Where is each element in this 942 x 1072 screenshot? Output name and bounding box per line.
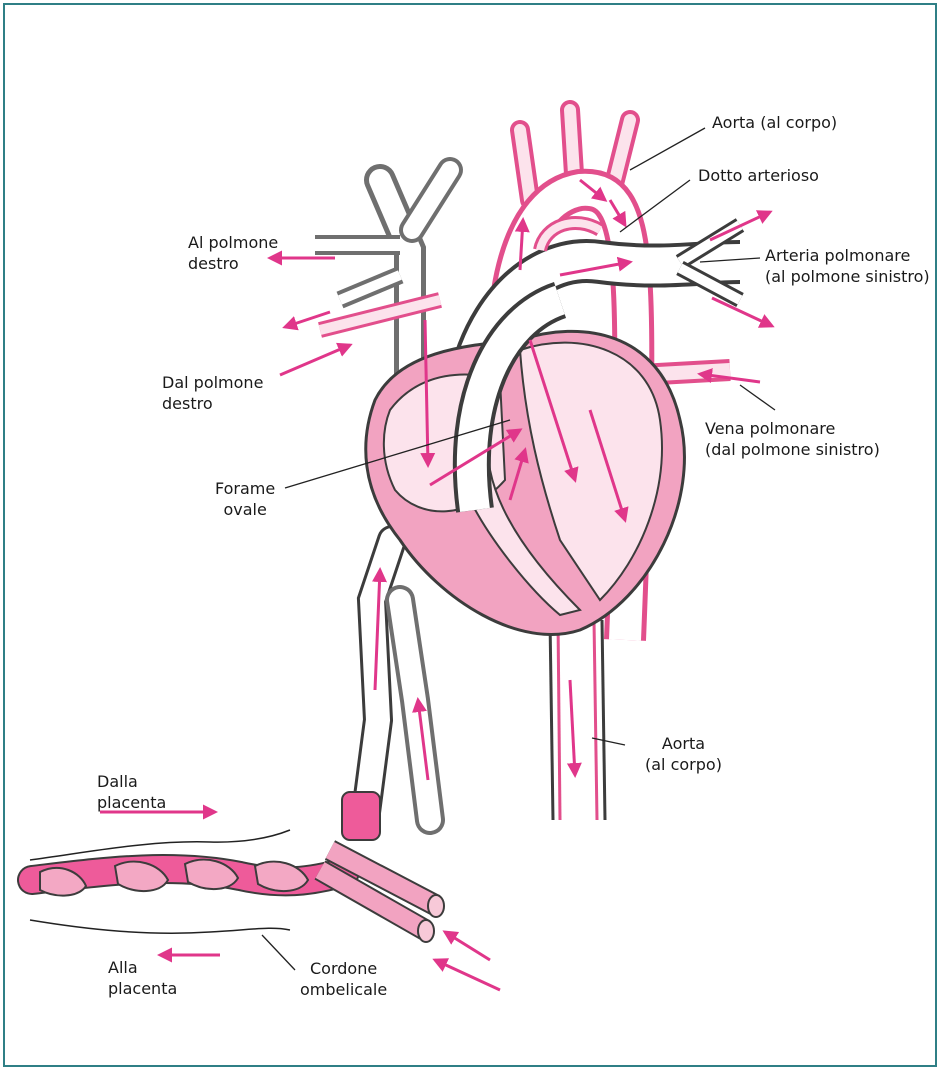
- label-to-placenta-line2: placenta: [108, 978, 177, 999]
- label-pulmonary-vein-line1: Vena polmonare: [705, 418, 880, 439]
- label-umbilical-cord-line2: ombelicale: [300, 979, 387, 1000]
- descending-aorta: [548, 620, 605, 820]
- label-aorta-bottom-line2: (al corpo): [645, 754, 722, 775]
- label-aorta-bottom: Aorta (al corpo): [645, 733, 722, 775]
- label-from-placenta-line2: placenta: [97, 792, 166, 813]
- label-pulmonary-vein: Vena polmonare (dal polmone sinistro): [705, 418, 880, 460]
- umbilical-arteries: [320, 850, 444, 942]
- label-aorta-top: Aorta (al corpo): [712, 112, 837, 133]
- label-to-right-lung-line1: Al polmone: [188, 232, 278, 253]
- label-to-right-lung: Al polmone destro: [188, 232, 278, 274]
- label-foramen-ovale-line1: Forame: [215, 478, 275, 499]
- label-umbilical-cord-line1: Cordone: [300, 958, 387, 979]
- label-umbilical-cord: Cordone ombelicale: [300, 958, 387, 1000]
- label-from-right-lung-line1: Dal polmone: [162, 372, 263, 393]
- label-foramen-ovale: Forame ovale: [215, 478, 275, 520]
- label-from-placenta: Dalla placenta: [97, 771, 166, 813]
- umbilical-cord: [32, 860, 345, 896]
- label-ductus-text: Dotto arterioso: [698, 165, 819, 186]
- label-from-placenta-line1: Dalla: [97, 771, 166, 792]
- label-pulmonary-artery-line1: Arteria polmonare: [765, 245, 930, 266]
- label-foramen-ovale-line2: ovale: [215, 499, 275, 520]
- umbilical-vein: [342, 540, 392, 840]
- label-aorta-bottom-line1: Aorta: [645, 733, 722, 754]
- label-to-right-lung-line2: destro: [188, 253, 278, 274]
- label-to-placenta: Alla placenta: [108, 957, 177, 999]
- label-ductus: Dotto arterioso: [698, 165, 819, 186]
- inferior-vena-cava: [400, 600, 430, 820]
- label-pulmonary-vein-line2: (dal polmone sinistro): [705, 439, 880, 460]
- label-from-right-lung: Dal polmone destro: [162, 372, 263, 414]
- label-aorta-top-text: Aorta (al corpo): [712, 112, 837, 133]
- label-to-placenta-line1: Alla: [108, 957, 177, 978]
- label-pulmonary-artery-line2: (al polmone sinistro): [765, 266, 930, 287]
- label-pulmonary-artery: Arteria polmonare (al polmone sinistro): [765, 245, 930, 287]
- label-from-right-lung-line2: destro: [162, 393, 263, 414]
